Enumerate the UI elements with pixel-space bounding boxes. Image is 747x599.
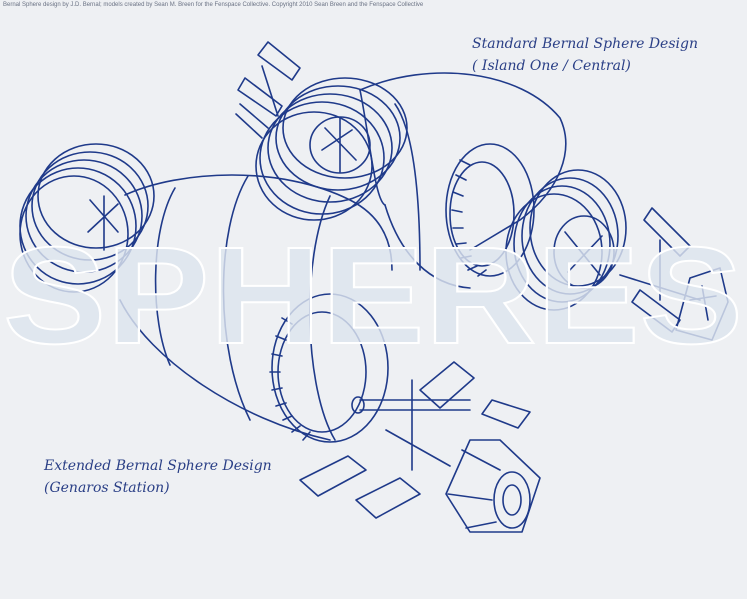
extended-design-caption: Extended Bernal Sphere Design (Genaros S… [44,455,272,499]
extended-caption-title: Extended Bernal Sphere Design [44,458,272,474]
standard-design-caption: Standard Bernal Sphere Design ( Island O… [472,33,698,77]
extended-caption-subtitle: (Genaros Station) [44,480,170,496]
standard-station-drawing [235,41,729,341]
spheres-watermark: SPHERES [3,219,743,373]
standard-caption-subtitle: ( Island One / Central) [472,58,631,74]
extended-station-drawing [19,143,541,533]
standard-caption-title: Standard Bernal Sphere Design [472,36,698,52]
copyright-credit: Bernal Sphere design by J.D. Bernal; mod… [3,2,424,8]
